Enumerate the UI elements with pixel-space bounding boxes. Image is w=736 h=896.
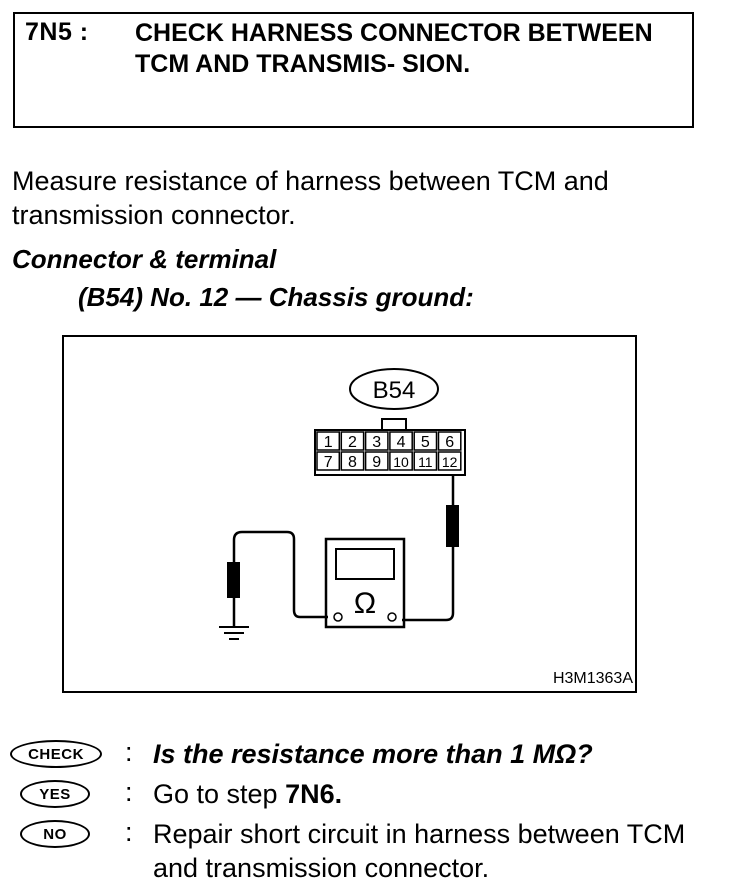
pin-cell	[316, 431, 341, 451]
pin-cell	[340, 431, 365, 451]
step-id: 7N5 :	[25, 18, 89, 46]
instruction-text: Measure resistance of harness between TC…	[12, 166, 609, 230]
yes-step: 7N6.	[285, 779, 343, 809]
check-row: CHECK : Is the resistance more than 1 MΩ…	[10, 737, 730, 773]
yes-row: YES : Go to step 7N6.	[10, 777, 730, 813]
ohmmeter-terminal-right	[387, 612, 397, 622]
pin-number-7: 7	[324, 454, 333, 471]
pin-number-1: 1	[324, 434, 333, 451]
figure-id: H3M1363A	[552, 670, 633, 687]
no-row: NO : Repair short circuit in harness bet…	[10, 817, 730, 887]
pin-number-11: 11	[418, 454, 433, 470]
no-badge: NO	[20, 820, 90, 848]
step-title: CHECK HARNESS CONNECTOR BETWEEN TCM AND …	[135, 19, 653, 78]
pin-number-4: 4	[397, 434, 406, 451]
pin-cell	[389, 431, 413, 451]
pin-cell	[316, 451, 341, 471]
probe-right	[446, 505, 459, 547]
pin-cell	[389, 451, 413, 471]
pin-number-8: 8	[348, 454, 357, 471]
check-question: Is the resistance more than 1 MΩ?	[153, 739, 593, 769]
connector-latch	[381, 418, 407, 431]
check-badge: CHECK	[10, 740, 102, 768]
no-colon: :	[125, 817, 133, 847]
pin-number-5: 5	[421, 434, 430, 451]
pin-number-12: 12	[442, 454, 458, 470]
probe-left	[227, 562, 240, 598]
ohmmeter-display	[335, 548, 395, 580]
pin-cell	[437, 451, 462, 471]
connector-body	[314, 429, 466, 476]
step-header: 7N5 : CHECK HARNESS CONNECTOR BETWEEN TC…	[13, 12, 694, 128]
connector-spec: (B54) No. 12 — Chassis ground:	[78, 282, 474, 312]
pin-number-9: 9	[372, 454, 381, 471]
pin-cell	[413, 451, 438, 471]
ohmmeter-terminal-left	[333, 612, 343, 622]
pin-number-10: 10	[393, 454, 409, 470]
pin-cell	[364, 451, 389, 471]
ohm-symbol: Ω	[354, 587, 376, 620]
pin-cell	[340, 451, 365, 471]
connector-heading: Connector & terminal	[12, 244, 277, 274]
ohmmeter-body	[324, 537, 406, 629]
lead-right-to-meter	[402, 547, 455, 622]
pin-number-6: 6	[445, 434, 454, 451]
pin-number-3: 3	[372, 434, 381, 451]
yes-answer: Go to step 7N6.	[153, 777, 723, 811]
lead-left-to-ground	[232, 530, 328, 619]
connector-label: B54	[373, 377, 416, 404]
no-answer: Repair short circuit in harness between …	[153, 819, 686, 883]
connector-label-ellipse	[349, 368, 439, 410]
yes-text: Go to step	[153, 779, 286, 809]
pin-number-2: 2	[348, 434, 357, 451]
pin-cell	[437, 431, 462, 451]
pin-cell	[413, 431, 438, 451]
yes-colon: :	[125, 777, 133, 807]
yes-badge: YES	[20, 780, 90, 808]
check-colon: :	[125, 737, 133, 767]
pin-cell	[364, 431, 389, 451]
